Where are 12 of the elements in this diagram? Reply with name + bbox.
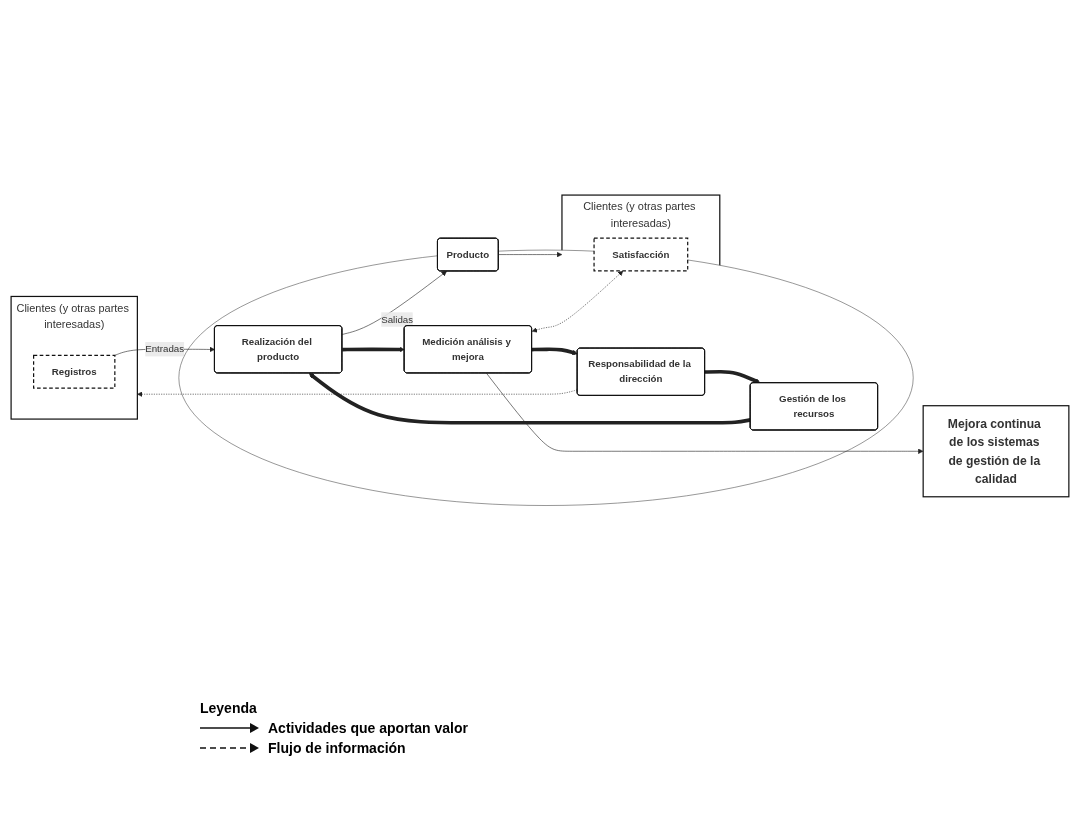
arrow	[342, 346, 405, 352]
edge-label: Salidas	[381, 313, 414, 325]
arrow	[531, 347, 578, 355]
legend-heading: Leyenda	[200, 700, 258, 716]
arrow	[704, 369, 761, 384]
arrow	[308, 372, 751, 425]
legend-text: Flujo de información	[268, 740, 406, 756]
node-box: Mejora continua de los sistemas de gestión de la calidad	[922, 404, 1070, 498]
edge-label: Entradas	[145, 343, 185, 354]
node-box: Registros	[33, 354, 116, 389]
legend-text: Actividades que aportan valor	[268, 720, 468, 736]
node-box: Satisfacción	[593, 237, 689, 272]
